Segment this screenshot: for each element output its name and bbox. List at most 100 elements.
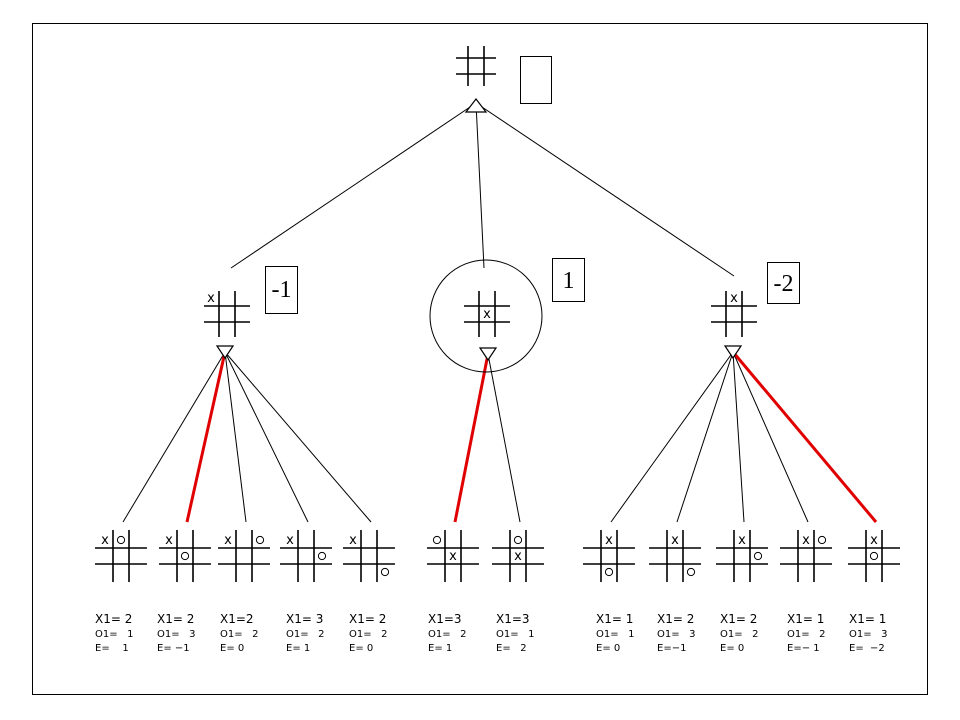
root-board	[456, 46, 496, 86]
leaf-x1: X1=3	[496, 612, 530, 626]
level1-value-left: -1	[271, 277, 292, 303]
x-mark: x	[483, 307, 491, 322]
edge	[732, 351, 745, 523]
leaf-stats: X1= 2 O1= 3 E=−1	[657, 598, 696, 656]
best-move-edge	[731, 351, 878, 523]
leaf-e: E= 0	[220, 643, 245, 654]
leaf-x1: X1= 1	[849, 612, 887, 626]
level1-board: x	[464, 291, 510, 337]
leaf-board: x	[716, 530, 768, 582]
o-mark	[753, 551, 763, 561]
o-mark	[116, 535, 126, 545]
leaf-board: x	[492, 530, 544, 582]
leaf-o1: O1= 1	[496, 629, 535, 640]
min-node-marker	[215, 345, 235, 360]
edge	[610, 351, 734, 523]
o-mark	[817, 535, 827, 545]
leaf-e: E=− 1	[787, 643, 820, 654]
edge	[230, 102, 477, 269]
leaf-x1: X1= 2	[95, 612, 133, 626]
leaf-stats: X1=2 O1= 2 E= 0	[220, 598, 259, 656]
leaf-o1: O1= 2	[220, 629, 259, 640]
leaf-x1: X1= 1	[596, 612, 634, 626]
leaf-o1: O1= 2	[349, 629, 388, 640]
x-mark: x	[802, 533, 810, 548]
leaf-board: x	[649, 530, 701, 582]
leaf-board: x	[159, 530, 211, 582]
leaf-board: x	[583, 530, 635, 582]
leaf-board: x	[780, 530, 832, 582]
tree-nodes: x x x x x x x x x x x x x x x	[95, 46, 900, 582]
x-mark: x	[101, 533, 109, 548]
level1-board: x	[711, 291, 757, 337]
leaf-e: E= 1	[286, 643, 311, 654]
leaf-e: E= 0	[720, 643, 745, 654]
edge	[676, 351, 734, 523]
leaf-stats: X1= 2 O1= 2 E= 0	[349, 598, 388, 656]
o-mark	[317, 551, 327, 561]
leaf-board: x	[343, 530, 395, 582]
leaf-o1: O1= 1	[596, 629, 635, 640]
o-mark	[869, 551, 879, 561]
x-mark: x	[730, 291, 738, 306]
x-mark: x	[605, 533, 613, 548]
leaf-stats: X1= 1 O1= 1 E= 0	[596, 598, 635, 656]
leaf-o1: O1= 1	[95, 629, 134, 640]
leaf-board: x	[95, 530, 147, 582]
leaf-e: E= 1	[95, 643, 129, 654]
x-mark: x	[165, 533, 173, 548]
x-mark: x	[224, 533, 232, 548]
leaf-x1: X1=2	[220, 612, 254, 626]
leaf-x1: X1=3	[428, 612, 462, 626]
leaf-e: E= 2	[496, 643, 527, 654]
x-mark: x	[449, 549, 457, 564]
best-move-edge	[453, 353, 490, 523]
leaf-e: E= −1	[157, 643, 190, 654]
selected-move-circle	[429, 259, 543, 373]
leaf-o1: O1= 2	[720, 629, 759, 640]
leaf-e: E=−1	[657, 643, 687, 654]
o-mark	[180, 551, 190, 561]
leaf-o1: O1= 3	[657, 629, 696, 640]
x-mark: x	[671, 533, 679, 548]
leaf-o1: O1= 2	[428, 629, 467, 640]
level1-value-box-left: -1	[265, 266, 298, 314]
leaf-x1: X1= 1	[787, 612, 825, 626]
leaf-stats: X1= 1 O1= 3 E= −2	[849, 598, 888, 656]
level1-value-right: -2	[773, 271, 794, 297]
x-mark: x	[286, 533, 294, 548]
o-mark	[686, 567, 696, 577]
leaf-stats: X1=3 O1= 1 E= 2	[496, 598, 535, 656]
root-value-box	[520, 56, 552, 104]
x-mark: x	[514, 549, 522, 564]
edge	[224, 351, 247, 523]
x-mark: x	[870, 533, 878, 548]
leaf-x1: X1= 2	[349, 612, 387, 626]
edge	[475, 102, 485, 269]
edge	[475, 102, 735, 277]
leaf-x1: X1= 2	[657, 612, 695, 626]
edge	[224, 351, 309, 523]
level1-value-box-center: 1	[552, 258, 585, 302]
best-move-edge	[185, 351, 227, 523]
leaf-board: x	[427, 530, 479, 582]
leaf-o1: O1= 3	[849, 629, 888, 640]
leaf-stats: X1= 2 O1= 1 E= 1	[95, 598, 134, 656]
o-mark	[380, 567, 390, 577]
min-node-marker	[478, 347, 498, 362]
leaf-stats: X1= 3 O1= 2 E= 1	[286, 598, 325, 656]
o-mark	[432, 535, 442, 545]
leaf-stats: X1=3 O1= 2 E= 1	[428, 598, 467, 656]
x-mark: x	[207, 291, 215, 306]
leaf-o1: O1= 2	[787, 629, 826, 640]
o-mark	[604, 567, 614, 577]
x-mark: x	[738, 533, 746, 548]
leaf-board: x	[280, 530, 332, 582]
level1-value-box-right: -2	[767, 262, 800, 304]
leaf-stats: X1= 1 O1= 2 E=− 1	[787, 598, 826, 656]
leaf-x1: X1= 2	[157, 612, 195, 626]
edge	[122, 351, 226, 523]
o-mark	[255, 535, 265, 545]
leaf-e: E= 1	[428, 643, 453, 654]
diagram-frame	[32, 23, 928, 695]
